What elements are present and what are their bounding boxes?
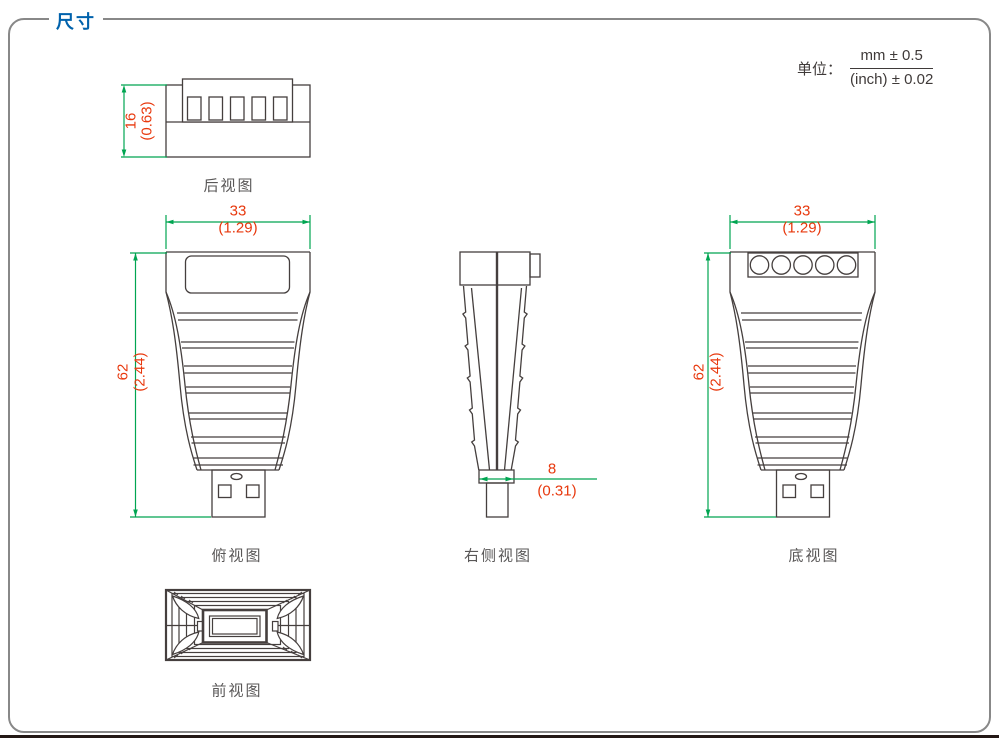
top-height-mm: 62 [114, 363, 132, 381]
rear-height-mm: 16 [122, 112, 140, 130]
rear-view-dimension-lines [121, 84, 167, 158]
page-title: 尺寸 [49, 8, 103, 34]
top-view-label: 俯视图 [211, 547, 263, 565]
unit-inch-tolerance: (inch) ± 0.02 [850, 70, 934, 88]
unit-note: 单位： mm ± 0.5 (inch) ± 0.02 [797, 47, 934, 90]
page-frame [0, 18, 999, 738]
bottom-width-inch: (1.29) [782, 219, 822, 237]
front-view-label: 前视图 [211, 682, 263, 700]
top-view-dimension-lines [130, 215, 311, 518]
bottom-view-dimension-lines [704, 215, 876, 518]
rear-view-drawing [165, 78, 311, 158]
bottom-height-mm: 62 [690, 363, 708, 381]
bottom-view-label: 底视图 [788, 547, 840, 565]
right-depth-inch: (0.31) [537, 482, 577, 500]
top-view-drawing [165, 251, 311, 518]
right-depth-mm: 8 [547, 460, 557, 478]
unit-fraction: mm ± 0.5 (inch) ± 0.02 [850, 47, 934, 90]
bottom-width-mm: 33 [793, 202, 811, 220]
top-width-mm: 33 [229, 202, 247, 220]
right-side-view-drawing [459, 251, 541, 518]
rear-height-inch: (0.63) [138, 101, 156, 141]
unit-label: 单位： [797, 60, 843, 78]
unit-mm-tolerance: mm ± 0.5 [850, 47, 934, 69]
front-view-serrations [173, 591, 303, 659]
bottom-height-inch: (2.44) [707, 352, 725, 392]
right-side-view-dimension-lines [479, 476, 597, 482]
top-width-inch: (1.29) [218, 219, 258, 237]
rear-view-label: 后视图 [203, 177, 255, 195]
front-view-drawing [164, 588, 312, 662]
top-height-inch: (2.44) [131, 352, 149, 392]
bottom-view-drawing [729, 251, 876, 518]
right-side-view-label: 右侧视图 [463, 547, 533, 565]
